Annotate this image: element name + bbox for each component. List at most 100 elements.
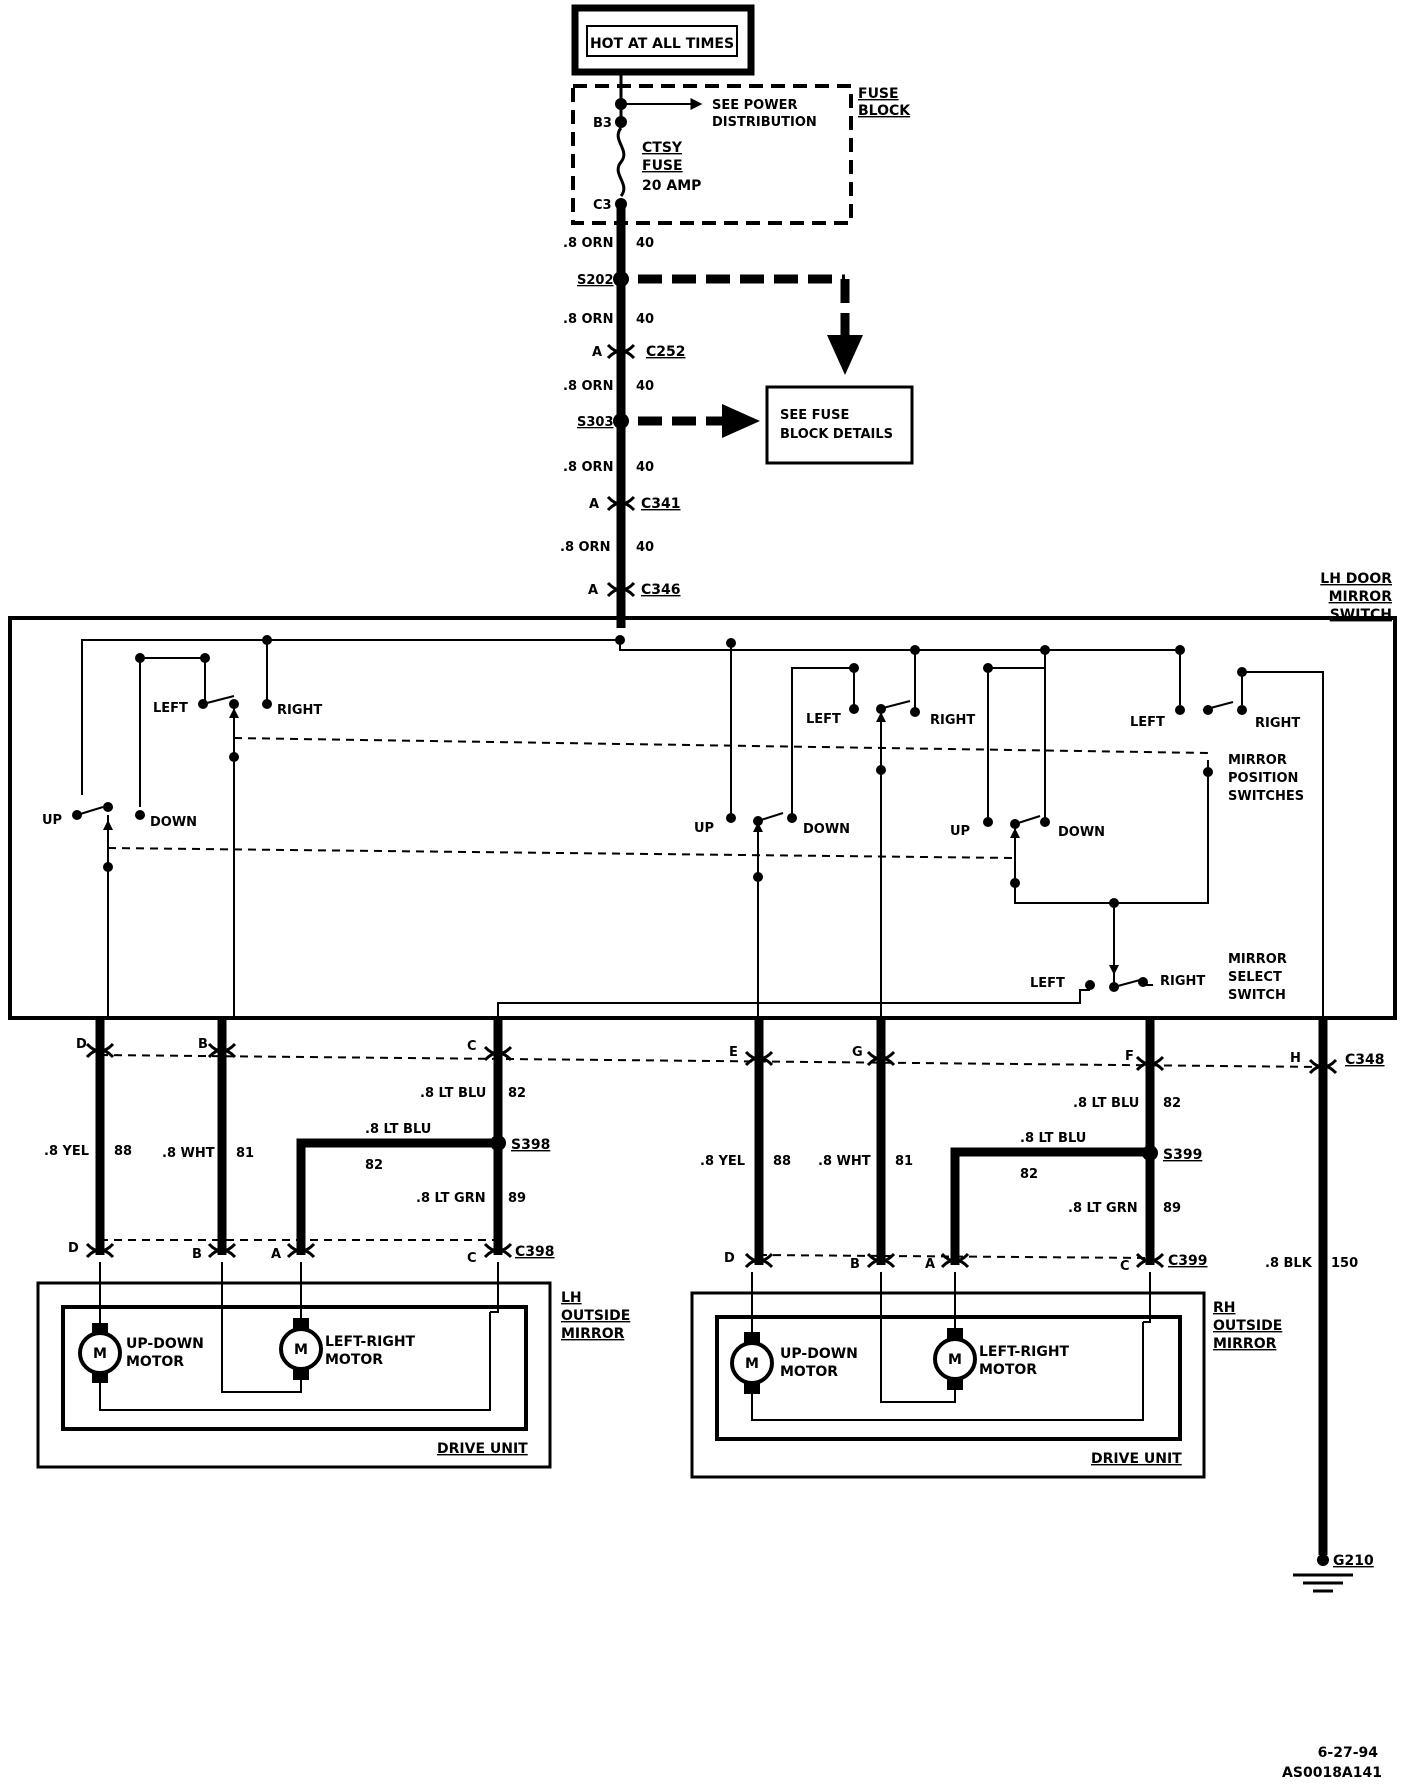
svg-text:A: A [588, 583, 598, 598]
svg-text:B: B [198, 1037, 208, 1052]
svg-text:B3: B3 [593, 116, 612, 131]
svg-text:.8 ORN: .8 ORN [563, 379, 613, 394]
svg-text:BLOCK DETAILS: BLOCK DETAILS [780, 427, 893, 442]
svg-text:MOTOR: MOTOR [126, 1354, 184, 1370]
svg-text:C348: C348 [1345, 1052, 1385, 1068]
svg-text:MIRROR: MIRROR [1228, 753, 1287, 768]
svg-text:82: 82 [1020, 1167, 1038, 1182]
svg-text:40: 40 [636, 460, 654, 475]
svg-text:E: E [729, 1045, 738, 1060]
svg-text:82: 82 [508, 1086, 526, 1101]
svg-text:DRIVE UNIT: DRIVE UNIT [437, 1441, 528, 1457]
svg-text:UP: UP [694, 821, 714, 836]
svg-text:FUSE: FUSE [858, 86, 899, 102]
svg-text:40: 40 [636, 312, 654, 327]
svg-text:MIRROR: MIRROR [1329, 589, 1393, 605]
svg-text:DOWN: DOWN [150, 815, 197, 830]
svg-text:OUTSIDE: OUTSIDE [561, 1308, 630, 1324]
svg-text:MIRROR: MIRROR [561, 1326, 625, 1342]
svg-text:.8 YEL: .8 YEL [700, 1154, 745, 1169]
svg-text:.8 YEL: .8 YEL [44, 1144, 89, 1159]
svg-text:89: 89 [1163, 1201, 1181, 1216]
svg-text:FUSE: FUSE [642, 158, 683, 174]
svg-text:SEE POWER: SEE POWER [712, 98, 797, 113]
svg-text:.8 ORN: .8 ORN [563, 236, 613, 251]
svg-text:S202: S202 [577, 273, 614, 288]
svg-text:DOWN: DOWN [803, 822, 850, 837]
svg-text:M: M [745, 1356, 759, 1372]
svg-text:.8 LT GRN: .8 LT GRN [416, 1191, 486, 1206]
svg-text:C399: C399 [1168, 1253, 1208, 1269]
svg-text:RIGHT: RIGHT [930, 713, 975, 728]
svg-text:G: G [852, 1045, 863, 1060]
svg-text:DRIVE UNIT: DRIVE UNIT [1091, 1451, 1182, 1467]
svg-text:MOTOR: MOTOR [780, 1364, 838, 1380]
fuse-block: FUSE BLOCK SEE POWER DISTRIBUTION B3 CTS… [571, 72, 911, 225]
svg-text:MOTOR: MOTOR [325, 1352, 383, 1368]
svg-text:D: D [724, 1251, 735, 1266]
svg-text:B: B [850, 1257, 860, 1272]
svg-text:C341: C341 [641, 496, 681, 512]
svg-text:LEFT: LEFT [153, 701, 188, 716]
svg-text:D: D [68, 1241, 79, 1256]
svg-text:CTSY: CTSY [642, 140, 683, 156]
svg-text:.8 LT BLU: .8 LT BLU [1073, 1096, 1139, 1111]
svg-text:C3: C3 [593, 198, 612, 213]
svg-text:H: H [1290, 1051, 1301, 1066]
svg-text:88: 88 [773, 1154, 791, 1169]
svg-text:MIRROR: MIRROR [1213, 1336, 1277, 1352]
svg-text:SWITCH: SWITCH [1330, 607, 1392, 623]
svg-text:POSITION: POSITION [1228, 771, 1298, 786]
svg-text:82: 82 [1163, 1096, 1181, 1111]
left-right-motor-icon: M [933, 1328, 977, 1390]
svg-text:.8 BLK: .8 BLK [1265, 1256, 1313, 1271]
rh-outside-mirror: D B A C C399 RH OUTSIDE MIRROR DRIVE UNI… [690, 1251, 1282, 1479]
svg-text:.8 LT BLU: .8 LT BLU [365, 1122, 431, 1137]
svg-text:UP: UP [42, 813, 62, 828]
svg-text:M: M [93, 1346, 107, 1362]
svg-text:D: D [76, 1037, 87, 1052]
svg-text:81: 81 [895, 1154, 913, 1169]
svg-text:82: 82 [365, 1158, 383, 1173]
svg-text:B: B [192, 1247, 202, 1262]
svg-text:UP-DOWN: UP-DOWN [780, 1346, 858, 1362]
svg-text:BLOCK: BLOCK [858, 103, 911, 119]
svg-text:C: C [467, 1251, 477, 1266]
svg-text:LEFT-RIGHT: LEFT-RIGHT [979, 1344, 1070, 1360]
svg-text:F: F [1125, 1049, 1134, 1064]
svg-text:UP-DOWN: UP-DOWN [126, 1336, 204, 1352]
up-down-motor-icon: M [78, 1323, 122, 1383]
svg-text:M: M [294, 1342, 308, 1358]
diagram-footer: 6-27-94 AS0018A141 [1282, 1745, 1382, 1781]
svg-text:20 AMP: 20 AMP [642, 178, 701, 194]
svg-text:C252: C252 [646, 344, 686, 360]
svg-text:M: M [948, 1352, 962, 1368]
svg-text:6-27-94: 6-27-94 [1318, 1745, 1379, 1761]
left-right-motor-icon: M [279, 1318, 323, 1380]
svg-text:RIGHT: RIGHT [277, 703, 322, 718]
svg-text:.8 ORN: .8 ORN [560, 540, 610, 555]
svg-text:LEFT: LEFT [806, 712, 841, 727]
svg-text:AS0018A141: AS0018A141 [1282, 1765, 1382, 1781]
harness-wires: D B C E G F H C348 .8 YEL 88 .8 WHT 81 .… [44, 1018, 1385, 1593]
svg-text:40: 40 [636, 236, 654, 251]
svg-text:40: 40 [636, 540, 654, 555]
svg-text:A: A [589, 497, 599, 512]
svg-text:A: A [592, 345, 602, 360]
lh-door-mirror-switch: LH DOOR MIRROR SWITCH [8, 571, 1397, 1020]
svg-text:C: C [1120, 1259, 1130, 1274]
svg-text:S399: S399 [1163, 1147, 1202, 1163]
svg-text:LH DOOR: LH DOOR [1320, 571, 1392, 587]
svg-text:A: A [925, 1257, 935, 1272]
svg-text:A: A [271, 1247, 281, 1262]
svg-text:150: 150 [1331, 1256, 1358, 1271]
svg-text:C: C [467, 1039, 477, 1054]
svg-text:89: 89 [508, 1191, 526, 1206]
svg-text:DISTRIBUTION: DISTRIBUTION [712, 115, 817, 130]
svg-text:RH: RH [1213, 1300, 1236, 1316]
svg-text:DOWN: DOWN [1058, 825, 1105, 840]
svg-text:C398: C398 [515, 1244, 555, 1260]
svg-text:81: 81 [236, 1146, 254, 1161]
